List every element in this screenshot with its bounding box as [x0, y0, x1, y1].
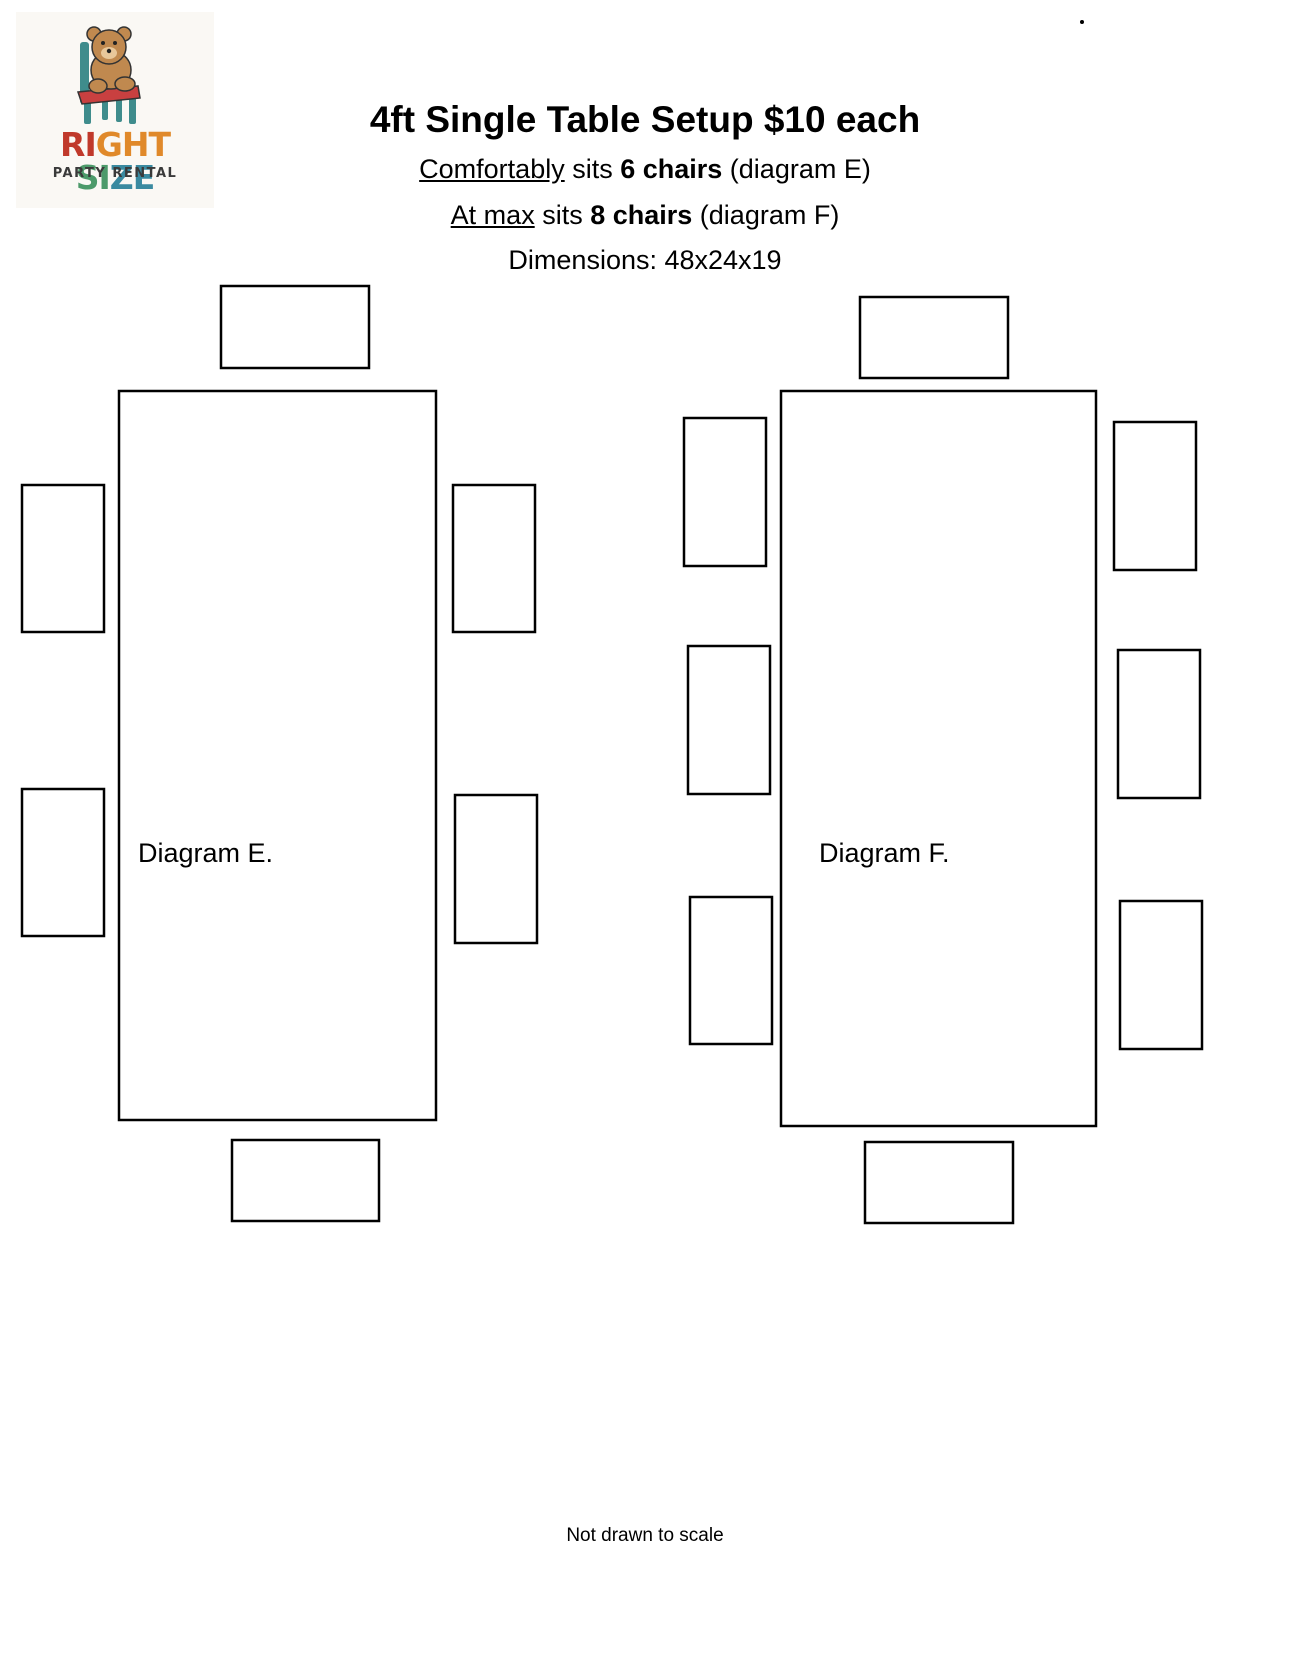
bear-nose-icon	[106, 48, 112, 54]
chair-leg-icon	[116, 98, 122, 122]
logo: RIGHT SIZE PARTY RENTAL	[16, 12, 214, 208]
page-title: 4ft Single Table Setup $10 each	[369, 99, 921, 140]
table	[117, 389, 438, 1122]
chair	[451, 483, 537, 634]
at-max-label: At max	[450, 200, 535, 230]
table	[779, 389, 1098, 1128]
logo-brand: RIGHT SIZE	[16, 128, 214, 194]
diagram-f-label: Diagram F.	[819, 838, 950, 868]
chair-count: 6 chairs	[620, 154, 723, 184]
diagram-reference: (diagram F)	[692, 200, 840, 230]
chair	[682, 416, 768, 568]
chair	[858, 295, 1010, 380]
chair	[863, 1140, 1015, 1225]
scale-note: Not drawn to scale	[566, 1525, 724, 1546]
stray-dot	[1080, 20, 1084, 24]
bear-eye-icon	[113, 41, 117, 45]
diagram-reference: (diagram E)	[722, 154, 871, 184]
sits-text: sits	[564, 154, 621, 184]
chair	[453, 793, 539, 945]
diagram-e-label: Diagram E.	[138, 838, 273, 868]
chair	[20, 787, 106, 938]
chair	[686, 644, 772, 796]
diagram-f	[682, 295, 1204, 1225]
chair	[1116, 648, 1202, 800]
chair	[230, 1138, 381, 1223]
chair-leg-icon	[102, 100, 108, 120]
chair-leg-icon	[129, 96, 136, 124]
comfortably-label: Comfortably	[419, 154, 565, 184]
logo-brand-part: HT	[121, 125, 171, 164]
logo-brand-part: RI	[60, 125, 97, 164]
chair	[219, 284, 371, 370]
bear-eye-icon	[101, 41, 105, 45]
chair-back-icon	[80, 42, 89, 104]
bear-leg-icon	[88, 78, 108, 94]
logo-brand-part: Z	[109, 158, 134, 197]
capacity-max-line: At max sits 8 chairs (diagram F)	[200, 200, 1090, 231]
chair	[1112, 420, 1198, 572]
teddy-bear-on-chair-icon	[76, 26, 141, 124]
logo-brand-part: SI	[75, 158, 111, 197]
chair	[688, 895, 774, 1046]
diagram-e	[20, 284, 539, 1223]
chair	[20, 483, 106, 634]
dimensions-line: Dimensions: 48x24x19	[508, 245, 782, 275]
capacity-comfortable-line: Comfortably sits 6 chairs (diagram E)	[200, 154, 1090, 185]
chair-count: 8 chairs	[590, 200, 693, 230]
logo-tagline: PARTY RENTAL	[52, 166, 178, 181]
chair	[1118, 899, 1204, 1051]
logo-brand-part: G	[95, 125, 123, 164]
bear-leg-icon	[114, 76, 136, 92]
logo-brand-part: E	[132, 158, 156, 197]
sits-text: sits	[534, 200, 591, 230]
